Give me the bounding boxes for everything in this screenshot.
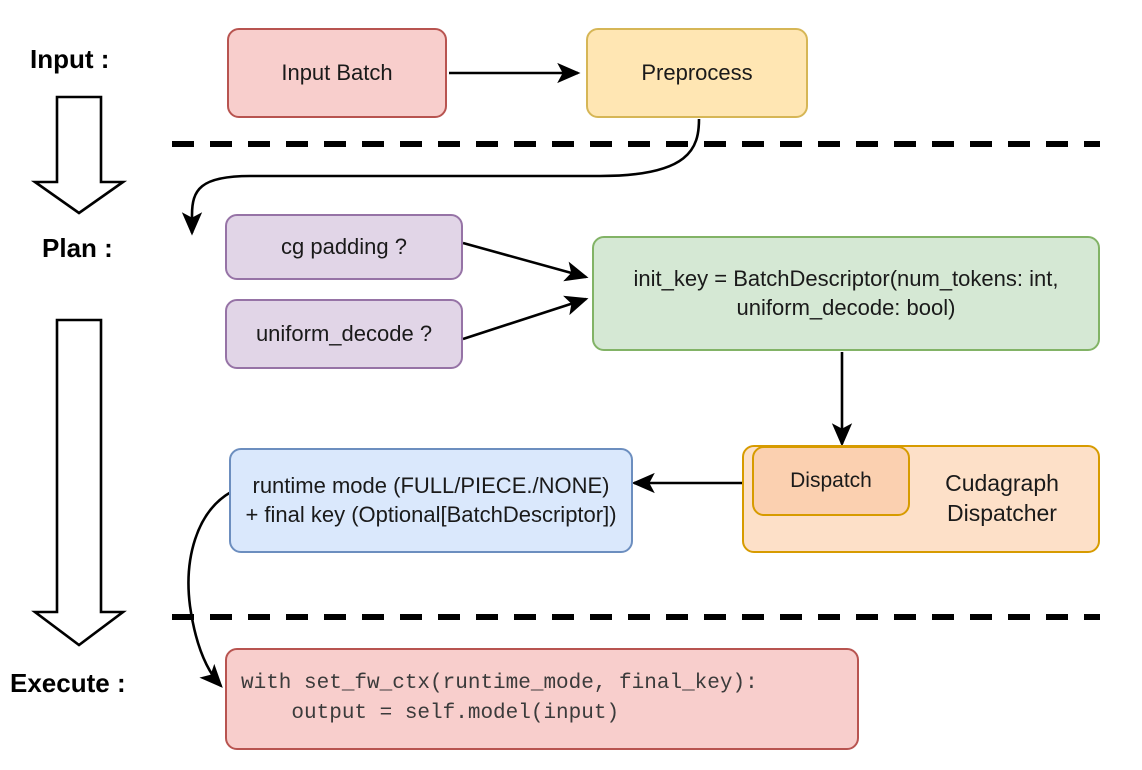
edge-preprocess-to-cgpad	[181, 118, 701, 236]
node-init-key-line1: init_key = BatchDescriptor(num_tokens: i…	[633, 266, 1059, 292]
node-execute-code-line1: with set_fw_ctx(runtime_mode, final_key)…	[241, 671, 758, 695]
edge-uniform-to-initkey	[462, 295, 589, 341]
node-cudagraph-dispatcher-label: Cudagraph Dispatcher	[918, 447, 1086, 551]
node-runtime-mode-line1: runtime mode (FULL/PIECE./NONE)	[252, 473, 610, 499]
block-arrow-input-to-plan	[30, 95, 128, 215]
node-input-batch[interactable]: Input Batch	[227, 28, 447, 118]
stage-label-input: Input :	[30, 44, 110, 74]
node-runtime-mode-line2: + final key (Optional[BatchDescriptor])	[245, 501, 617, 527]
node-runtime-mode[interactable]: runtime mode (FULL/PIECE./NONE) + final …	[229, 448, 633, 553]
node-dispatch[interactable]: Dispatch	[752, 446, 910, 516]
stage-label-plan: Plan :	[42, 233, 113, 263]
node-execute-code[interactable]: with set_fw_ctx(runtime_mode, final_key)…	[225, 648, 859, 750]
stage-label-execute: Execute :	[10, 668, 126, 698]
node-cudagraph-dispatcher-line1: Cudagraph	[945, 470, 1059, 497]
node-cudagraph-dispatcher-line2: Dispatcher	[947, 500, 1057, 526]
edge-runtime-to-code	[187, 490, 232, 688]
block-arrow-plan-to-execute	[31, 318, 127, 647]
node-uniform-decode[interactable]: uniform_decode ?	[225, 299, 463, 369]
edge-cgpad-to-initkey	[462, 241, 589, 282]
node-execute-code-line2: output = self.model(input)	[241, 702, 620, 725]
node-preprocess[interactable]: Preprocess	[586, 28, 808, 118]
node-cg-padding[interactable]: cg padding ?	[225, 214, 463, 280]
node-init-key[interactable]: init_key = BatchDescriptor(num_tokens: i…	[592, 236, 1100, 351]
node-init-key-line2: uniform_decode: bool)	[736, 294, 956, 320]
